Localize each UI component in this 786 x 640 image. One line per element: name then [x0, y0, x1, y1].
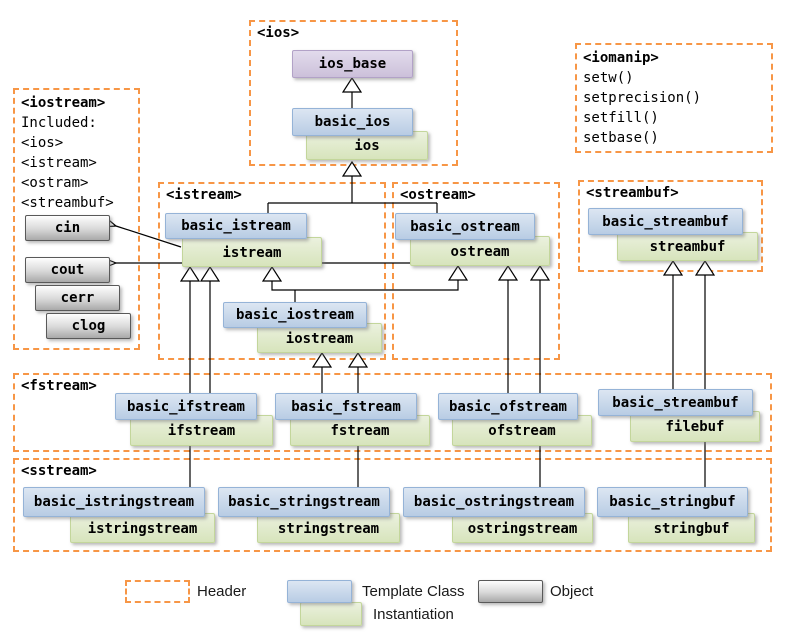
legend-swatch-object — [478, 580, 543, 603]
template-box-basic-stringbuf: basic_stringbuf — [597, 487, 748, 517]
instantiation-box-streambuf: streambuf — [617, 232, 758, 261]
inheritance-arrow — [341, 160, 363, 177]
class-box-ios-base: ios_base — [292, 50, 413, 78]
iomanip-function: setbase() — [583, 130, 659, 146]
inheritance-arrow — [341, 76, 363, 93]
header-label-iostream: <iostream> — [21, 95, 106, 111]
template-box-basic-fstream: basic_fstream — [275, 393, 417, 420]
inheritance-arrow — [447, 264, 469, 281]
header-box-sstream: <sstream> — [13, 458, 772, 552]
legend-label-template-class: Template Class — [362, 583, 465, 600]
header-box-istream: <istream> — [158, 182, 386, 360]
template-box-basic-iostream: basic_iostream — [223, 302, 367, 328]
instantiation-box-ostringstream: ostringstream — [452, 513, 593, 543]
inheritance-arrow — [179, 265, 201, 282]
header-label-iomanip: <iomanip> — [583, 50, 659, 66]
template-box-basic-stringstream: basic_stringstream — [218, 487, 390, 517]
header-box-ostream: <ostream> — [392, 182, 560, 360]
header-label-streambuf: <streambuf> — [586, 185, 679, 201]
legend-label-instantiation: Instantiation — [373, 606, 454, 623]
header-label-fstream: <fstream> — [21, 378, 97, 394]
instantiation-box-stringbuf: stringbuf — [628, 513, 755, 543]
header-label-ios: <ios> — [257, 25, 300, 41]
header-label-istream: <istream> — [166, 187, 242, 203]
template-box-basic-ostream: basic_ostream — [395, 213, 535, 240]
iostream-included-item: <ostram> — [21, 175, 89, 191]
object-ref-arrow-cin — [105, 218, 182, 248]
legend-swatch-template-class — [287, 580, 352, 603]
instantiation-box-filebuf: filebuf — [630, 411, 760, 442]
inheritance-arrow — [261, 265, 283, 282]
instantiation-box-istream: istream — [182, 237, 322, 267]
iomanip-function: setw() — [583, 70, 634, 86]
template-box-basic-ostringstream: basic_ostringstream — [403, 487, 585, 517]
legend-label-object: Object — [550, 583, 594, 600]
instantiation-box-ifstream: ifstream — [130, 415, 273, 446]
iostream-included-item: <istream> — [21, 155, 97, 171]
template-box-basic-ios: basic_ios — [292, 108, 413, 136]
connector-ios-children — [267, 176, 438, 213]
object-box-cerr: cerr — [35, 285, 120, 311]
object-box-clog: clog — [46, 313, 131, 339]
template-box-basic-istringstream: basic_istringstream — [23, 487, 205, 517]
iomanip-function: setfill() — [583, 110, 659, 126]
iostream-included-title: Included: — [21, 115, 97, 131]
object-box-cin: cin — [25, 215, 110, 241]
instantiation-box-istringstream: istringstream — [70, 513, 215, 543]
instantiation-box-stringstream: stringstream — [257, 513, 400, 543]
header-box-fstream: <fstream> — [13, 373, 772, 452]
object-box-cout: cout — [25, 257, 110, 283]
inheritance-arrow — [529, 264, 551, 281]
legend-swatch-instantiation — [300, 602, 362, 626]
inheritance-arrow — [662, 259, 684, 276]
iomanip-function: setprecision() — [583, 90, 702, 106]
header-label-ostream: <ostream> — [400, 187, 476, 203]
legend-swatch-header — [125, 580, 190, 603]
legend-label-header: Header — [197, 583, 247, 600]
header-box-iostream: <iostream> Included: <ios> <istream> <os… — [13, 88, 140, 350]
inheritance-arrow — [311, 351, 333, 368]
inheritance-arrow — [497, 264, 519, 281]
template-box-basic-filebuf: basic_streambuf — [598, 389, 753, 416]
inheritance-arrow — [199, 265, 221, 282]
iostream-included-item: <streambuf> — [21, 195, 114, 211]
iostream-included-item: <ios> — [21, 135, 64, 151]
inheritance-arrow — [694, 259, 716, 276]
template-box-basic-streambuf: basic_streambuf — [588, 208, 743, 235]
template-box-basic-istream: basic_istream — [165, 213, 307, 239]
instantiation-box-ostream: ostream — [410, 236, 550, 266]
connector-iostream-parents — [271, 280, 459, 303]
instantiation-box-iostream: iostream — [257, 323, 382, 353]
inheritance-arrow — [347, 351, 369, 368]
template-box-basic-ifstream: basic_ifstream — [115, 393, 257, 420]
instantiation-box-fstream: fstream — [290, 415, 430, 446]
header-label-sstream: <sstream> — [21, 463, 97, 479]
template-box-basic-ofstream: basic_ofstream — [438, 393, 578, 420]
header-box-iomanip: <iomanip> setw() setprecision() setfill(… — [575, 43, 773, 153]
